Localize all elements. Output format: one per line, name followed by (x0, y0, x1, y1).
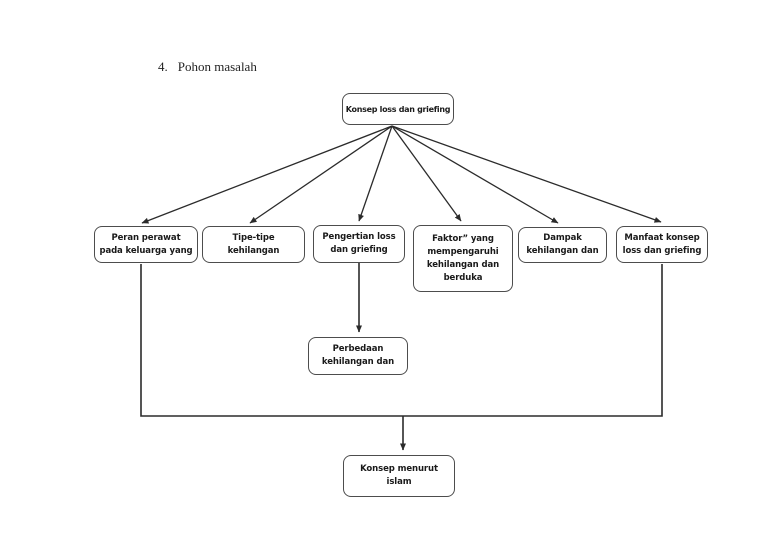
node-dampak-kehilangan: Dampak kehilangan dan (518, 227, 607, 263)
node-label-line: kehilangan dan (426, 259, 500, 270)
node-faktor-yang-mempengaruhi: Faktor” yang mempengaruhi kehilangan dan… (413, 225, 513, 292)
node-label-line: Pengertian loss (322, 232, 396, 242)
node-manfaat-konsep: Manfaat konsep loss dan griefing (616, 226, 708, 263)
node-perbedaan-kehilangan: Perbedaan kehilangan dan (308, 337, 408, 375)
node-label-line: kehilangan dan (321, 357, 395, 367)
node-konsep-loss-dan-griefing: Konsep loss dan griefing (342, 93, 454, 125)
node-label-line: Perbedaan (332, 344, 384, 354)
arrow-root-to-faktor (391, 125, 462, 222)
bracket-line-peran-manfaat (140, 264, 663, 417)
node-label-line: kehilangan (227, 245, 280, 256)
section-heading: 4. Pohon masalah (158, 59, 257, 75)
node-label-line: islam (386, 477, 412, 487)
node-label-line: loss dan griefing (622, 245, 702, 256)
section-title: Pohon masalah (177, 59, 257, 74)
node-label-line: mempengaruhi (427, 246, 499, 257)
arrow-root-to-pengertian-loss (358, 125, 393, 222)
section-number: 4. (158, 59, 168, 74)
node-label-line: Dampak (543, 233, 582, 243)
arrow-root-to-dampak (391, 125, 559, 224)
node-label-line: Tipe-tipe (232, 232, 275, 243)
node-label-line: berduka (443, 272, 483, 283)
arrow-root-to-manfaat (391, 125, 662, 223)
node-peran-perawat: Peran perawat pada keluarga yang (94, 226, 198, 263)
node-label-line: dan griefing (330, 245, 388, 255)
node-pengertian-loss: Pengertian loss dan griefing (313, 225, 405, 263)
node-label-line: Peran perawat (111, 232, 181, 243)
node-label-line: pada keluarga yang (99, 245, 193, 256)
node-label-line: Faktor” yang (432, 233, 494, 244)
arrow-root-to-peran-perawat (141, 125, 393, 224)
node-label-line: Konsep menurut (360, 464, 438, 474)
node-tipe-tipe-kehilangan: Tipe-tipe kehilangan (202, 226, 305, 263)
node-konsep-menurut-islam: Konsep menurut islam (343, 455, 455, 497)
node-label: Konsep loss dan griefing (345, 104, 451, 114)
node-label-line: Manfaat konsep (624, 232, 700, 243)
arrow-root-to-tipe-tipe (249, 125, 393, 224)
node-label-line: kehilangan dan (526, 246, 599, 256)
